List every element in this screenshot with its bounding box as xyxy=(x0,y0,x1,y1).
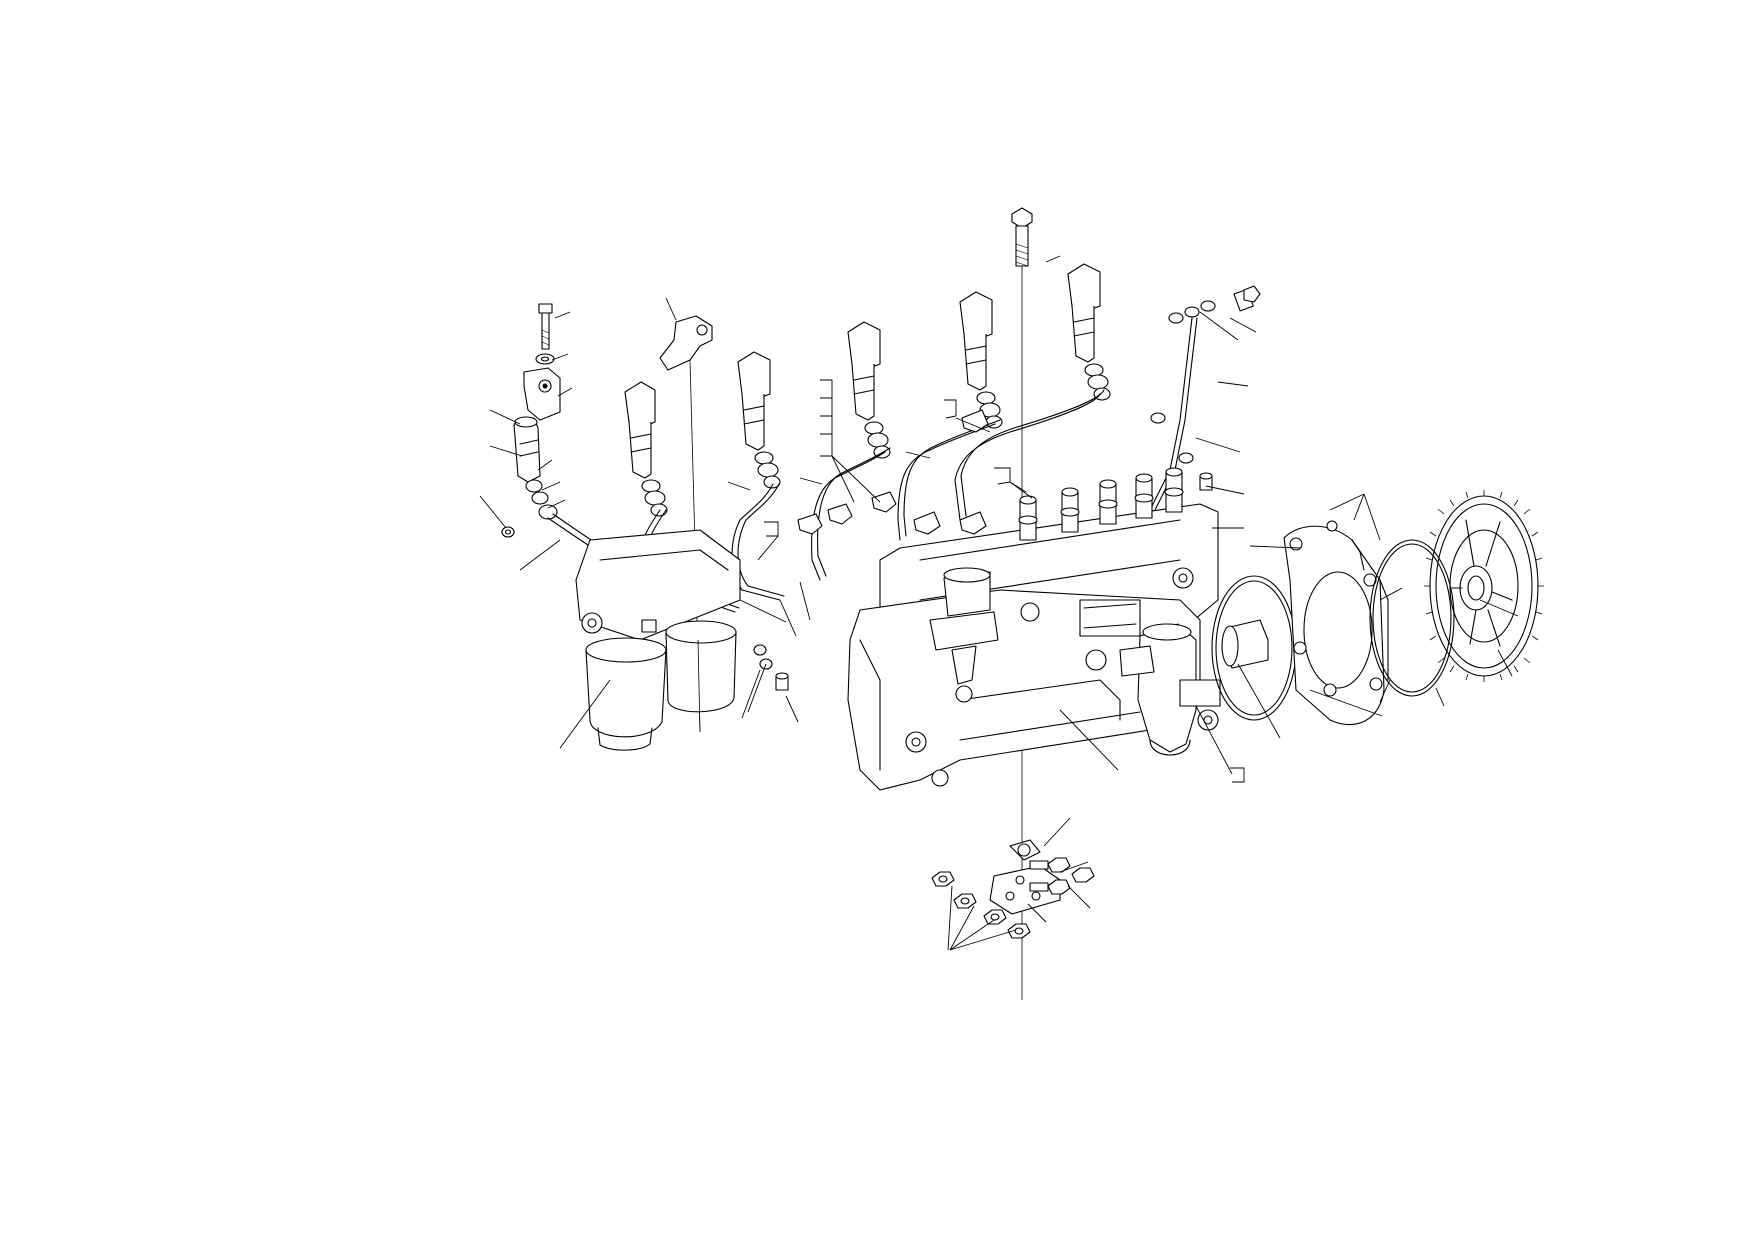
adapter-plate xyxy=(1283,520,1389,726)
fuel-injector-2 xyxy=(624,381,668,517)
governor xyxy=(1119,623,1221,756)
fuel-injector-3 xyxy=(737,351,781,489)
fuel-injector-4 xyxy=(847,321,891,459)
pump-support-bracket xyxy=(989,839,1061,915)
fuel-filters xyxy=(575,529,741,751)
fuel-injector-6 xyxy=(1067,263,1111,401)
line-clamps xyxy=(797,409,989,535)
injector-clamp xyxy=(523,367,561,421)
washer xyxy=(535,353,555,365)
drive-gear xyxy=(1424,490,1544,682)
injector-clamp-bolt xyxy=(538,303,553,350)
gear-teeth xyxy=(1424,490,1544,682)
delivery-valves xyxy=(1018,467,1184,541)
fuel-injector-5 xyxy=(959,291,1003,429)
o-ring xyxy=(1369,539,1455,697)
banjo-bolts xyxy=(775,285,1261,691)
overflow-valve xyxy=(929,567,999,703)
leader-lines xyxy=(479,255,1519,951)
fuel-injector-1 xyxy=(501,416,558,538)
sealing-washers xyxy=(753,300,1216,670)
drive-flange xyxy=(1221,619,1269,669)
